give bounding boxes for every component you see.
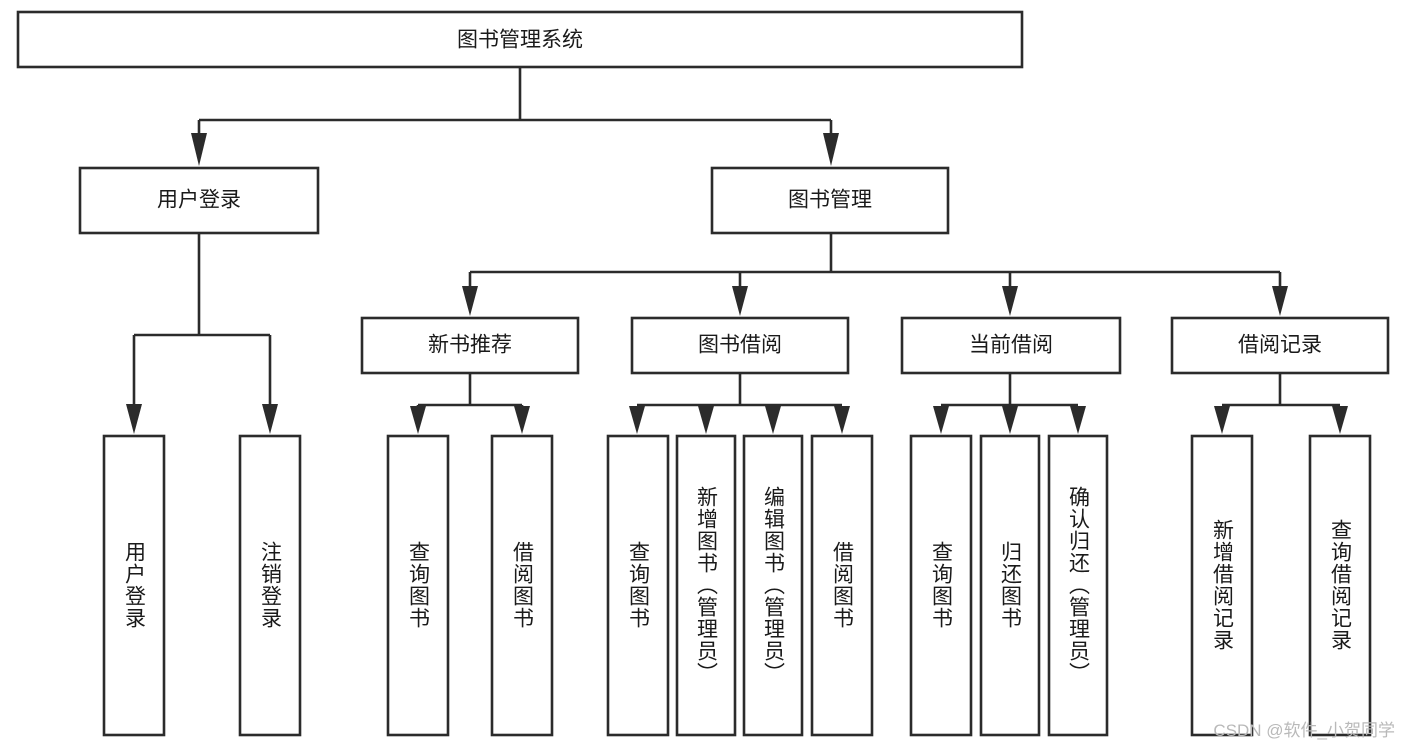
node-book-manage-box[interactable] xyxy=(710,166,950,235)
leaf-user-logout-box[interactable] xyxy=(238,434,302,737)
arrow-head-borrow-record xyxy=(1272,286,1288,316)
node-root[interactable]: 图书管理系统 xyxy=(16,10,1024,69)
leaf-confirm-return-label: 确认归还（管理员） xyxy=(1067,486,1091,684)
node-root-box[interactable] xyxy=(16,10,1024,69)
connector-group-user-login-leaves xyxy=(126,233,278,434)
arrow-head-new-book-rec xyxy=(462,286,478,316)
leaf-node-return-book[interactable]: 归还图书 xyxy=(979,434,1041,737)
leaf-query-book-2-box[interactable] xyxy=(606,434,670,737)
node-new-book-rec-box[interactable] xyxy=(360,316,580,375)
leaf-user-logout-label: 注销登录 xyxy=(259,541,283,629)
arrow-head-leaf-user-logout xyxy=(262,404,278,434)
leaf-node-borrow-book-2[interactable]: 借阅图书 xyxy=(810,434,874,737)
leaf-edit-book-box[interactable] xyxy=(742,434,804,737)
leaf-confirm-return-box[interactable] xyxy=(1047,434,1109,737)
leaf-node-query-record[interactable]: 查询借阅记录 xyxy=(1308,434,1372,737)
leaf-borrow-book-1-box[interactable] xyxy=(490,434,554,737)
leaf-query-record-box[interactable] xyxy=(1308,434,1372,737)
node-root-label: 图书管理系统 xyxy=(457,29,583,52)
leaf-query-book-1-label: 查询图书 xyxy=(407,541,431,629)
node-book-borrow-box[interactable] xyxy=(630,316,850,375)
leaf-node-borrow-book-1[interactable]: 借阅图书 xyxy=(490,434,554,737)
leaf-add-record-box[interactable] xyxy=(1190,434,1254,737)
node-new-book-rec[interactable]: 新书推荐 xyxy=(360,316,580,375)
leaf-return-book-box[interactable] xyxy=(979,434,1041,737)
arrow-head-leaf-user-login xyxy=(126,404,142,434)
node-current-borrow-box[interactable] xyxy=(900,316,1122,375)
arrow-head-book-manage xyxy=(823,133,839,166)
leaf-query-book-2-label: 查询图书 xyxy=(627,541,651,629)
node-current-borrow[interactable]: 当前借阅 xyxy=(900,316,1122,375)
arrow-head-leaf-borrow-book-1 xyxy=(514,406,530,434)
arrow-head-leaf-borrow-book-2 xyxy=(834,406,850,434)
arrow-head-leaf-add-book xyxy=(698,406,714,434)
node-book-manage[interactable]: 图书管理 xyxy=(710,166,950,235)
leaf-node-add-book[interactable]: 新增图书（管理员） xyxy=(675,434,737,737)
node-user-login-label: 用户登录 xyxy=(157,189,241,212)
connector-group-book-manage xyxy=(462,233,1288,316)
leaf-node-user-login[interactable]: 用户登录 xyxy=(102,434,166,737)
arrow-head-leaf-edit-book xyxy=(765,406,781,434)
arrow-head-user-login xyxy=(191,133,207,166)
leaf-borrow-book-1-label: 借阅图书 xyxy=(511,541,535,629)
leaf-query-record-label: 查询借阅记录 xyxy=(1329,519,1353,651)
arrow-head-leaf-query-book-3 xyxy=(933,406,949,434)
leaf-query-book-1-box[interactable] xyxy=(386,434,450,737)
leaf-node-query-book-3[interactable]: 查询图书 xyxy=(909,434,973,737)
leaf-query-book-3-label: 查询图书 xyxy=(930,541,954,629)
arrow-head-current-borrow xyxy=(1002,286,1018,316)
connector-group-root xyxy=(191,67,839,166)
leaf-edit-book-label: 编辑图书（管理员） xyxy=(762,486,786,684)
leaf-node-edit-book[interactable]: 编辑图书（管理员） xyxy=(742,434,804,737)
leaf-add-book-label: 新增图书（管理员） xyxy=(695,486,719,684)
leaf-node-user-logout[interactable]: 注销登录 xyxy=(238,434,302,737)
node-current-borrow-label: 当前借阅 xyxy=(969,334,1053,357)
leaf-add-record-label: 新增借阅记录 xyxy=(1211,519,1235,651)
arrow-head-leaf-return-book xyxy=(1002,406,1018,434)
node-book-manage-label: 图书管理 xyxy=(788,189,872,212)
leaf-add-book-box[interactable] xyxy=(675,434,737,737)
node-borrow-record-label: 借阅记录 xyxy=(1238,334,1322,357)
leaf-return-book-label: 归还图书 xyxy=(999,541,1023,629)
node-user-login[interactable]: 用户登录 xyxy=(78,166,320,235)
leaf-node-add-record[interactable]: 新增借阅记录 xyxy=(1190,434,1254,737)
arrow-head-book-borrow xyxy=(732,286,748,316)
node-borrow-record-box[interactable] xyxy=(1170,316,1390,375)
leaf-node-query-book-2[interactable]: 查询图书 xyxy=(606,434,670,737)
connector-group-borrow-record-leaves xyxy=(1214,373,1348,434)
arrow-head-leaf-confirm-return xyxy=(1070,406,1086,434)
connector-group-current-borrow-leaves xyxy=(933,373,1086,434)
node-new-book-rec-label: 新书推荐 xyxy=(428,334,512,357)
leaf-node-confirm-return[interactable]: 确认归还（管理员） xyxy=(1047,434,1109,737)
connector-group-book-borrow-leaves xyxy=(629,373,850,434)
leaf-query-book-3-box[interactable] xyxy=(909,434,973,737)
arrow-head-leaf-query-book-2 xyxy=(629,406,645,434)
node-user-login-box[interactable] xyxy=(78,166,320,235)
arrow-head-leaf-query-record xyxy=(1332,406,1348,434)
watermark-text: CSDN @软件_小贺同学 xyxy=(1213,721,1395,740)
leaf-node-query-book-1[interactable]: 查询图书 xyxy=(386,434,450,737)
arrow-head-leaf-query-book-1 xyxy=(410,406,426,434)
node-borrow-record[interactable]: 借阅记录 xyxy=(1170,316,1390,375)
node-book-borrow[interactable]: 图书借阅 xyxy=(630,316,850,375)
leaf-borrow-book-2-box[interactable] xyxy=(810,434,874,737)
leaf-user-login-label: 用户登录 xyxy=(123,541,147,629)
node-book-borrow-label: 图书借阅 xyxy=(698,334,782,357)
arrow-head-leaf-add-record xyxy=(1214,406,1230,434)
connector-group-new-book-rec-leaves xyxy=(410,373,530,434)
leaf-user-login-box[interactable] xyxy=(102,434,166,737)
leaf-borrow-book-2-label: 借阅图书 xyxy=(831,541,855,629)
